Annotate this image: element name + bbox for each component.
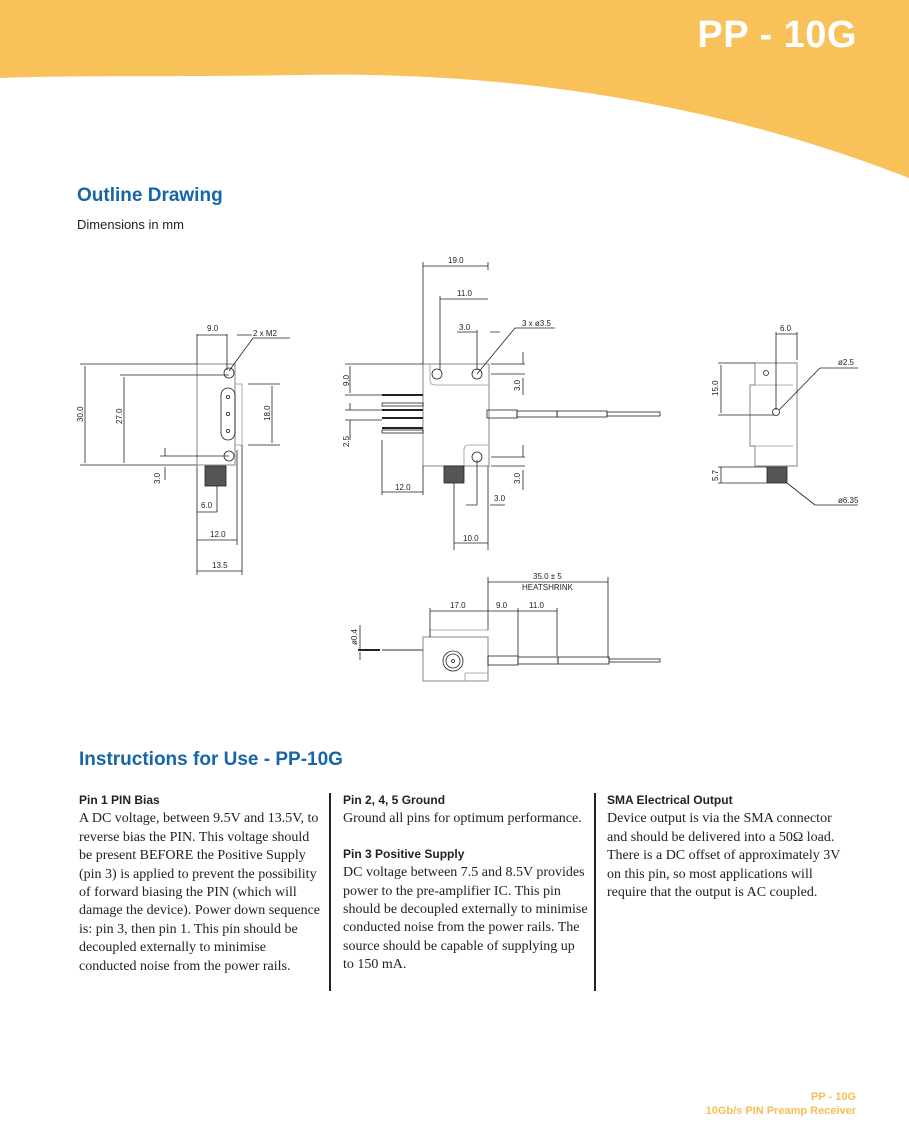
svg-text:HEATSHRINK: HEATSHRINK xyxy=(522,583,574,592)
section-title: Pin 3 Positive Supply xyxy=(343,846,465,861)
column-divider xyxy=(594,793,596,991)
section-body: Ground all pins for optimum performance. xyxy=(343,811,582,827)
instructions-column-1: Pin 1 PIN Bias A DC voltage, between 9.5… xyxy=(79,791,324,992)
svg-text:12.0: 12.0 xyxy=(210,530,226,539)
svg-text:12.0: 12.0 xyxy=(395,483,411,492)
svg-text:9.0: 9.0 xyxy=(496,601,508,610)
left-view-drawing: 9.0 2 x M2 30.0 27.0 18.0 3.0 6.0 12.0 1… xyxy=(76,324,290,575)
svg-text:30.0: 30.0 xyxy=(76,406,85,422)
header-wave-banner xyxy=(0,0,909,178)
svg-text:17.0: 17.0 xyxy=(450,601,466,610)
svg-text:3.0: 3.0 xyxy=(494,494,506,503)
svg-text:6.0: 6.0 xyxy=(780,324,792,333)
instructions-column-2: Pin 2, 4, 5 Ground Ground all pins for o… xyxy=(343,791,588,991)
outline-heading: Outline Drawing xyxy=(77,185,223,206)
column-divider xyxy=(329,793,331,991)
section-title: Pin 2, 4, 5 Ground xyxy=(343,793,446,807)
bottom-view-drawing: 35.0 ± 5 HEATSHRINK 17.0 9.0 11.0 ø0.4 xyxy=(350,572,661,682)
svg-text:9.0: 9.0 xyxy=(207,324,219,333)
svg-text:11.0: 11.0 xyxy=(457,289,473,298)
svg-text:13.5: 13.5 xyxy=(212,561,228,570)
svg-text:2 x M2: 2 x M2 xyxy=(253,329,278,338)
svg-text:6.0: 6.0 xyxy=(201,501,213,510)
footer-product: PP - 10G xyxy=(810,1091,856,1103)
svg-text:9.0: 9.0 xyxy=(342,374,351,386)
right-view-drawing: 6.0 ø2.5 15.0 5.7 ø6.35 xyxy=(711,324,859,506)
svg-text:3.0: 3.0 xyxy=(513,379,522,391)
svg-text:18.0: 18.0 xyxy=(263,405,272,421)
footer-description: 10Gb/s PIN Preamp Receiver xyxy=(705,1105,856,1117)
svg-text:11.0: 11.0 xyxy=(529,601,545,610)
svg-text:3.0: 3.0 xyxy=(153,472,162,484)
svg-text:ø6.35: ø6.35 xyxy=(838,496,859,505)
instructions-column-3: SMA Electrical Output Device output is v… xyxy=(607,791,852,918)
svg-text:19.0: 19.0 xyxy=(448,256,464,265)
svg-text:5.7: 5.7 xyxy=(711,469,720,481)
svg-text:10.0: 10.0 xyxy=(463,534,479,543)
svg-text:3.0: 3.0 xyxy=(459,323,471,332)
svg-text:ø0.4: ø0.4 xyxy=(350,628,359,645)
svg-text:15.0: 15.0 xyxy=(711,380,720,396)
svg-text:2.5: 2.5 xyxy=(342,435,351,447)
section-body: Device output is via the SMA connector a… xyxy=(607,811,841,901)
section-title: SMA Electrical Output xyxy=(607,793,733,807)
document-title: PP - 10G xyxy=(697,14,857,56)
section-body: DC voltage between 7.5 and 8.5V provides… xyxy=(343,865,588,973)
svg-text:3.0: 3.0 xyxy=(513,472,522,484)
section-title: Pin 1 PIN Bias xyxy=(79,793,160,807)
center-view-drawing: 19.0 11.0 3.0 3 x ø3.5 9.0 2.5 12.0 3.0 … xyxy=(342,256,661,550)
section-body: A DC voltage, between 9.5V and 13.5V, to… xyxy=(79,811,321,974)
svg-text:27.0: 27.0 xyxy=(115,408,124,424)
outline-drawing: 9.0 2 x M2 30.0 27.0 18.0 3.0 6.0 12.0 1… xyxy=(76,256,859,682)
svg-text:ø2.5: ø2.5 xyxy=(838,358,855,367)
svg-text:35.0 ± 5: 35.0 ± 5 xyxy=(533,572,562,581)
dimensions-note: Dimensions in mm xyxy=(77,217,184,232)
svg-text:3 x ø3.5: 3 x ø3.5 xyxy=(522,319,551,328)
instructions-heading: Instructions for Use - PP-10G xyxy=(79,749,343,770)
